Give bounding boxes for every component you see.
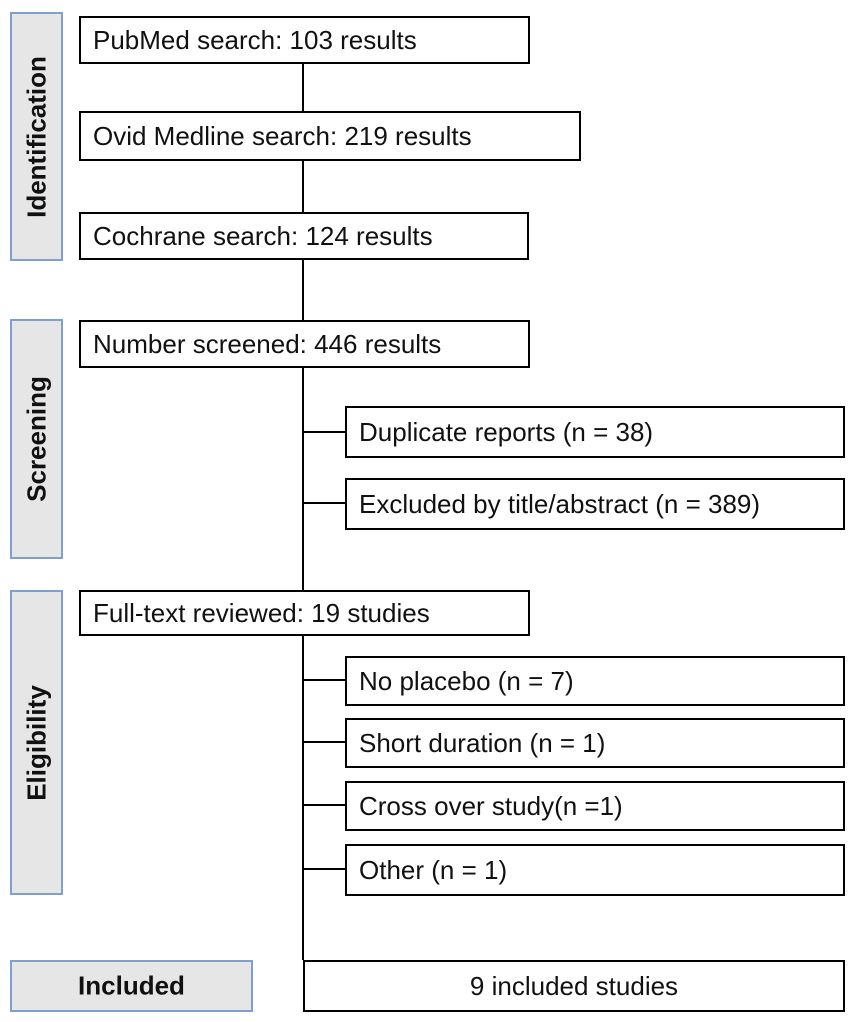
ovid-search-box: Ovid Medline search: 219 results [79, 111, 581, 161]
phase-included: Included [10, 960, 253, 1012]
phase-screening: Screening [10, 319, 63, 559]
pubmed-search-box: PubMed search: 103 results [79, 16, 530, 64]
cross-over-box: Cross over study(n =1) [345, 781, 845, 831]
no-placebo-box: No placebo (n = 7) [345, 656, 845, 706]
phase-eligibility-label: Eligibility [21, 684, 51, 801]
included-studies-box: 9 included studies [303, 960, 845, 1012]
short-duration-box: Short duration (n = 1) [345, 718, 845, 768]
screened-box: Number screened: 446 results [79, 320, 530, 368]
phase-screening-label: Screening [21, 376, 51, 502]
other-box: Other (n = 1) [345, 844, 845, 896]
phase-identification-label: Identification [21, 55, 51, 218]
fulltext-reviewed-box: Full-text reviewed: 19 studies [79, 590, 530, 636]
phase-included-label: Included [78, 970, 185, 1001]
duplicates-box: Duplicate reports (n = 38) [345, 406, 845, 458]
phase-eligibility: Eligibility [10, 590, 63, 895]
phase-identification: Identification [10, 12, 63, 261]
excluded-abstract-box: Excluded by title/abstract (n = 389) [345, 478, 845, 530]
cochrane-search-box: Cochrane search: 124 results [79, 212, 529, 260]
